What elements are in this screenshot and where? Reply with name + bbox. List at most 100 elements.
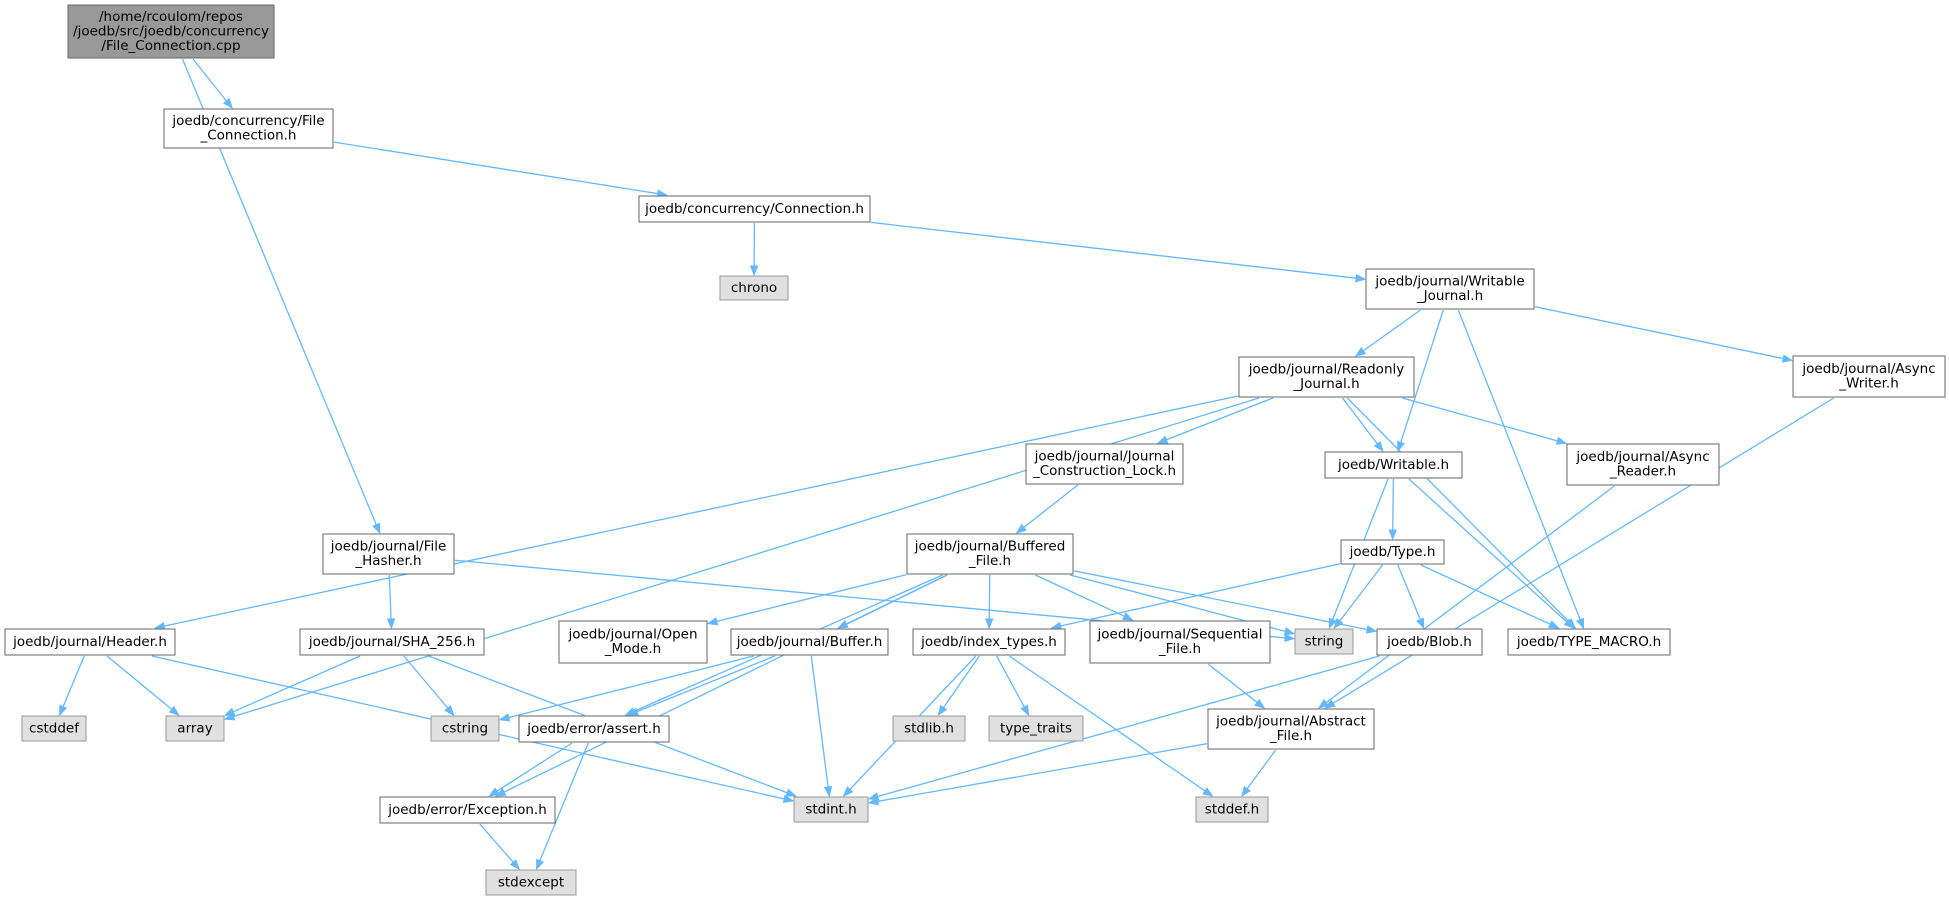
- edge-buffered_file-to-open_mode: [716, 574, 907, 622]
- node-box: [379, 796, 556, 824]
- edge-arrowhead: [1156, 435, 1169, 444]
- node-root[interactable]: /home/rcoulom/repos/joedb/src/joedb/conc…: [67, 4, 275, 59]
- node-array[interactable]: array: [165, 715, 225, 742]
- edge-writable_journal-to-async_writer: [1534, 306, 1784, 360]
- edge-arrowhead: [1781, 354, 1794, 363]
- edge-arrowhead: [1396, 440, 1405, 453]
- node-label: joedb/Writable.h: [1337, 457, 1449, 473]
- edge-arrowhead: [1324, 699, 1336, 709]
- node-type_macro[interactable]: joedb/TYPE_MACRO.h: [1507, 628, 1671, 656]
- node-label: cstring: [442, 720, 488, 736]
- node-label: joedb/journal/File: [330, 539, 447, 555]
- node-buffer[interactable]: joedb/journal/Buffer.h: [730, 628, 889, 656]
- edge-sequential_file-to-abstract_file: [1207, 663, 1258, 703]
- node-box: [1566, 443, 1720, 486]
- node-connection[interactable]: joedb/concurrency/Connection.h: [638, 195, 871, 223]
- node-abstract_file[interactable]: joedb/journal/Abstract_File.h: [1207, 708, 1375, 750]
- edge-arrowhead: [782, 794, 795, 803]
- edge-jcl-to-buffered_file: [1023, 484, 1079, 528]
- node-stdlib[interactable]: stdlib.h: [892, 715, 966, 742]
- edge-arrowhead: [1416, 617, 1425, 630]
- node-fileconn[interactable]: joedb/concurrency/File_Connection.h: [163, 108, 334, 149]
- edge-arrowhead: [1284, 633, 1296, 643]
- node-label: type_traits: [1000, 720, 1072, 736]
- node-assert[interactable]: joedb/error/assert.h: [518, 715, 670, 743]
- edge-buffered_file-to-exception: [503, 574, 948, 793]
- node-box: [906, 533, 1074, 575]
- edge-buffer-to-assert: [636, 655, 776, 713]
- node-sequential_file[interactable]: joedb/journal/Sequential_File.h: [1089, 620, 1271, 664]
- edge-arrowhead: [488, 787, 500, 797]
- edge-exception-to-stdexcept: [479, 823, 514, 863]
- node-type[interactable]: joedb/Type.h: [1340, 539, 1445, 565]
- node-box: [518, 715, 670, 743]
- node-index_types[interactable]: joedb/index_types.h: [912, 628, 1066, 656]
- edge-arrowhead: [59, 704, 68, 717]
- node-buffered_file[interactable]: joedb/journal/Buffered_File.h: [906, 533, 1074, 575]
- node-label: _Journal.h: [1416, 288, 1483, 304]
- node-box: [912, 628, 1066, 656]
- node-file_hasher[interactable]: joedb/journal/File_Hasher.h: [322, 533, 455, 575]
- edge-arrowhead: [1202, 787, 1214, 797]
- node-string[interactable]: string: [1294, 628, 1354, 655]
- edge-arrowhead: [498, 713, 511, 722]
- node-exception[interactable]: joedb/error/Exception.h: [379, 796, 556, 824]
- node-stdexcept[interactable]: stdexcept: [485, 869, 577, 896]
- node-box: [430, 715, 500, 742]
- node-label: joedb/journal/Open: [567, 627, 697, 643]
- node-async_writer[interactable]: joedb/journal/Async_Writer.h: [1792, 355, 1946, 398]
- edge-index_types-to-type_traits: [996, 655, 1025, 708]
- node-readonly_journal[interactable]: joedb/journal/Readonly_Journal.h: [1238, 356, 1415, 398]
- node-blob[interactable]: joedb/Blob.h: [1376, 628, 1483, 656]
- node-label: _Hasher.h: [354, 553, 421, 569]
- edge-arrowhead: [1388, 529, 1397, 541]
- edge-readonly_journal-to-type_macro: [1346, 397, 1570, 623]
- edge-connection-to-writable_journal: [870, 221, 1357, 279]
- node-writable[interactable]: joedb/Writable.h: [1324, 451, 1463, 479]
- node-writable_journal[interactable]: joedb/journal/Writable_Journal.h: [1365, 268, 1535, 310]
- edge-root-to-fileconn: [192, 58, 228, 102]
- node-stddef[interactable]: stddef.h: [1195, 796, 1269, 823]
- node-label: joedb/journal/Sequential: [1097, 627, 1263, 643]
- node-label: _Journal.h: [1292, 376, 1359, 392]
- node-box: [67, 4, 275, 59]
- node-box: [988, 715, 1084, 742]
- edge-assert-to-exception: [496, 742, 573, 792]
- node-box: [1294, 628, 1354, 655]
- node-chrono[interactable]: chrono: [719, 275, 789, 301]
- node-box: [1238, 356, 1415, 398]
- node-box: [165, 715, 225, 742]
- edge-abstract_file-to-stddef: [1246, 749, 1277, 790]
- node-label: joedb/concurrency/File: [171, 113, 324, 129]
- edge-type-to-index_types: [1060, 563, 1341, 627]
- node-box: [793, 796, 869, 823]
- node-box: [1207, 708, 1375, 750]
- node-label: _File.h: [1158, 641, 1201, 657]
- edge-buffer-to-stdint: [810, 655, 829, 788]
- edge-arrowhead: [1576, 617, 1584, 630]
- node-label: joedb/Type.h: [1349, 544, 1436, 560]
- node-jcl[interactable]: joedb/journal/Journal_Construction_Lock.…: [1025, 443, 1184, 485]
- node-label: joedb/journal/SHA_256.h: [308, 634, 475, 650]
- edge-arrowhead: [937, 704, 948, 717]
- edge-buffered_file-to-blob: [1073, 570, 1368, 631]
- node-label: _File.h: [1269, 728, 1312, 744]
- node-box: [322, 533, 455, 575]
- node-cstring[interactable]: cstring: [430, 715, 500, 742]
- edge-arrowhead: [1555, 436, 1568, 445]
- node-header[interactable]: joedb/journal/Header.h: [4, 628, 176, 656]
- node-label: joedb/journal/Readonly: [1248, 362, 1405, 378]
- edge-writable-to-type_macro: [1408, 478, 1568, 623]
- node-label: stdexcept: [498, 874, 564, 890]
- node-box: [1376, 628, 1483, 656]
- edge-arrowhead: [386, 618, 396, 630]
- node-open_mode[interactable]: joedb/journal/Open_Mode.h: [558, 620, 708, 664]
- node-stdint[interactable]: stdint.h: [793, 796, 869, 823]
- node-cstddef[interactable]: cstddef: [21, 715, 87, 742]
- edge-buffered_file-to-sequential_file: [1035, 574, 1125, 617]
- node-async_reader[interactable]: joedb/journal/Async_Reader.h: [1566, 443, 1720, 486]
- node-sha256[interactable]: joedb/journal/SHA_256.h: [299, 628, 485, 656]
- node-label: joedb/error/Exception.h: [387, 802, 547, 818]
- edge-arrowhead: [1050, 621, 1062, 631]
- node-type_traits[interactable]: type_traits: [988, 715, 1084, 742]
